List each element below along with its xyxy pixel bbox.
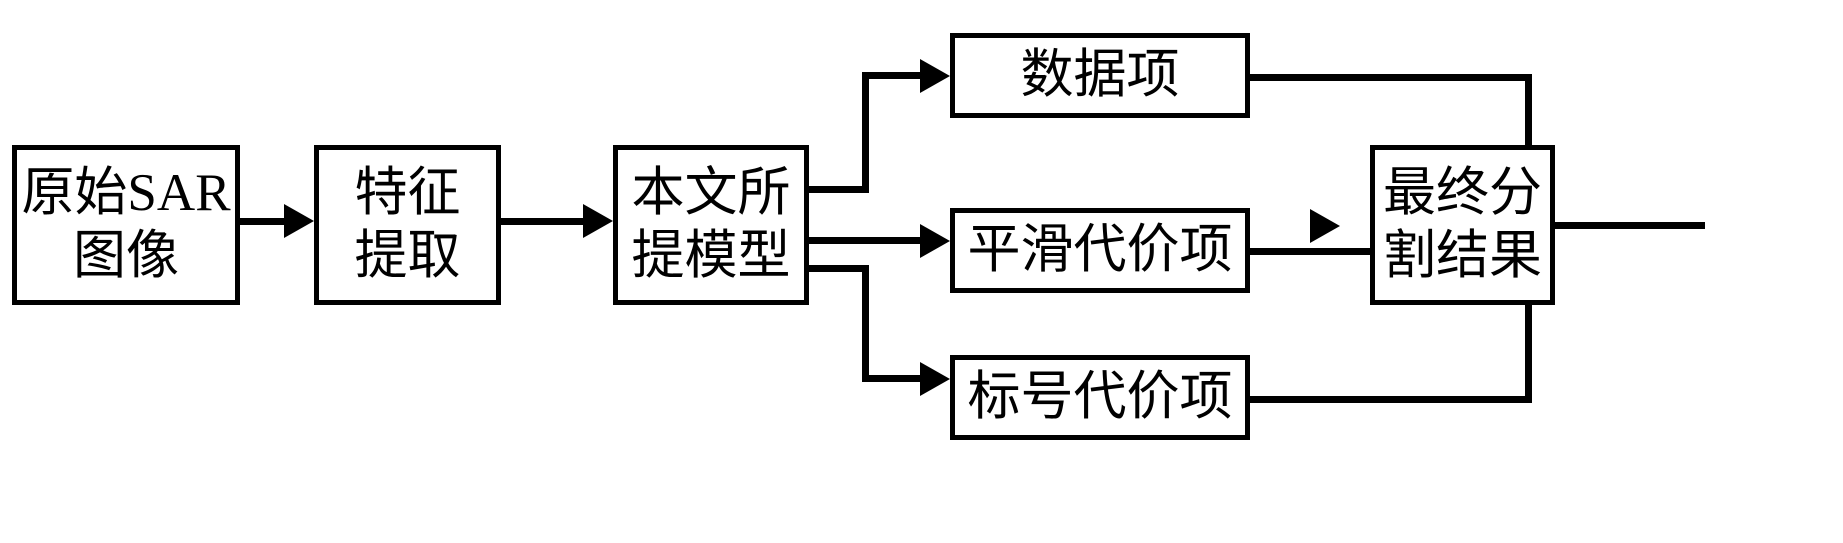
node-feature-line-1: 特征 [354,164,461,223]
edge-data-term-to-bus [1248,74,1532,81]
node-source-line-2: 图像 [73,227,179,285]
edge-feature-to-model-arrowhead [583,204,613,238]
node-smooth-cost-term[interactable]: 平滑代价项 [950,208,1250,293]
edge-model-to-smooth-term-line [806,237,920,244]
edge-model-to-label-term-arrowhead [920,362,950,396]
edge-model-to-label-term-stub [806,265,869,272]
node-feature-extraction[interactable]: 特征 提取 [314,145,501,305]
edge-bus-to-result-arrowhead [1310,209,1340,243]
node-result-line-1: 最终分 [1383,164,1542,223]
node-model-line-1: 本文所 [631,164,791,223]
node-label-term-label: 标号代价项 [967,368,1233,427]
edge-bus-to-result-line [1525,222,1705,229]
edge-source-to-feature-arrowhead [284,204,314,238]
edge-model-to-smooth-term-arrowhead [920,224,950,258]
edge-model-to-data-term-stub [806,186,869,193]
edge-model-to-label-term-dropper [862,265,869,382]
node-smooth-term-label: 平滑代价项 [967,221,1233,280]
node-data-term-label: 数据项 [1020,46,1180,105]
edge-model-to-data-term-arrowhead [920,59,950,93]
node-label-cost-term[interactable]: 标号代价项 [950,355,1250,440]
edge-model-to-data-term-line [862,72,920,79]
edge-source-to-feature-line [240,218,284,225]
node-data-term[interactable]: 数据项 [950,33,1250,118]
node-source-line-1: 原始SAR [21,164,231,223]
node-source-sar-image[interactable]: 原始SAR 图像 [12,145,240,305]
node-feature-line-2: 提取 [354,227,461,285]
node-result-line-2: 割结果 [1383,227,1542,285]
node-proposed-model[interactable]: 本文所 提模型 [613,145,809,305]
edge-model-to-data-term-riser [862,72,869,193]
edge-model-to-label-term-line [862,375,920,382]
edge-feature-to-model-line [501,218,583,225]
edge-label-term-to-bus [1248,396,1532,403]
node-model-line-2: 提模型 [631,227,791,285]
node-final-segmentation-result[interactable]: 最终分 割结果 [1370,145,1555,305]
